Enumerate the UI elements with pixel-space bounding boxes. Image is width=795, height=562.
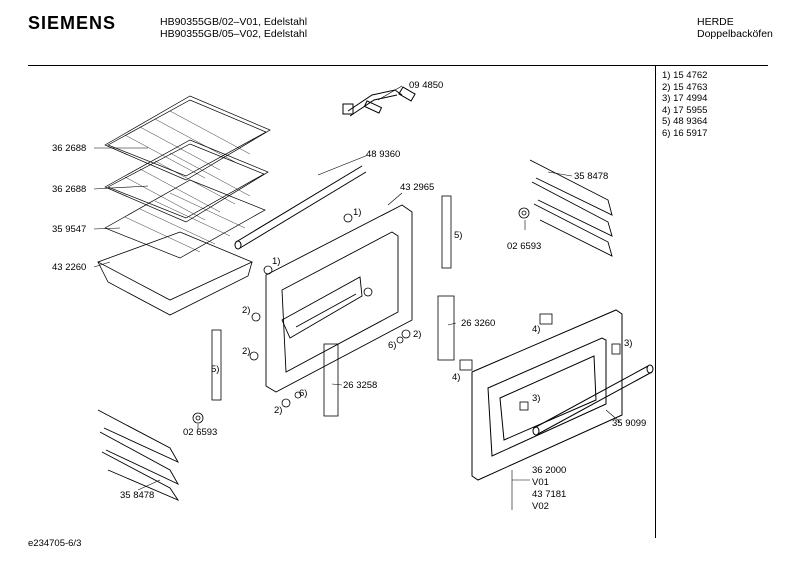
callout-label: 1): [353, 207, 362, 218]
part-label: 36 2688: [52, 184, 87, 195]
header-divider: [28, 65, 768, 66]
seal-strips: [211, 195, 452, 401]
model-line-1: HB90355GB/02–V01, Edelstahl: [160, 16, 308, 28]
rod-part: [234, 165, 367, 250]
leader-lines: [93, 85, 621, 510]
outer-door: [471, 309, 623, 481]
baking-tray: [97, 231, 253, 316]
part-label: V02: [532, 501, 549, 512]
part-label: 35 8478: [574, 171, 609, 182]
part-legend: 1) 15 4762 2) 15 4763 3) 17 4994 4) 17 5…: [662, 70, 707, 139]
part-label: V01: [532, 477, 549, 488]
legend-item: 1) 15 4762: [662, 70, 708, 81]
part-label: 43 7181: [532, 489, 567, 500]
legend-divider: [655, 66, 656, 538]
part-label: 09 4850: [409, 80, 444, 91]
legend-item: 4) 17 5955: [662, 104, 708, 116]
drawing-id: e234705-6/3: [28, 538, 82, 549]
model-line-2: HB90355GB/05–V02, Edelstahl: [160, 28, 308, 40]
legend-item: 6) 16 5917: [662, 127, 708, 139]
callout-label: 5): [454, 230, 463, 241]
callout-label: 2): [413, 329, 422, 340]
small-fixings: [249, 213, 621, 411]
part-label: 35 9099: [612, 418, 647, 429]
door-hinges: [323, 295, 455, 417]
callout-label: 3): [532, 393, 541, 404]
callout-label: 1): [272, 256, 281, 267]
rack-wires: [124, 110, 251, 253]
callout-label: 2): [242, 346, 251, 357]
callout-label: 5): [211, 364, 220, 375]
oven-racks: [104, 95, 271, 259]
callout-label: 2): [274, 405, 283, 416]
runner-rail-right: [529, 159, 613, 257]
callout-label: 3): [624, 338, 633, 349]
callout-label: 4): [532, 324, 541, 335]
category-info: HERDE Doppelbacköfen: [697, 16, 773, 40]
part-label: 26 3258: [343, 380, 378, 391]
brand-logo: SIEMENS: [28, 13, 117, 33]
category-line-1: HERDE: [697, 16, 734, 28]
part-label: 26 3260: [461, 318, 496, 329]
callout-label: 4): [452, 372, 461, 383]
part-label: 43 2260: [52, 262, 87, 273]
part-label: 35 8478: [120, 490, 155, 501]
door-handle: [532, 364, 654, 436]
part-label: 02 6593: [507, 241, 542, 252]
legend-item: 2) 15 4763: [662, 81, 708, 93]
hinge-lever-part: [342, 86, 416, 117]
part-label: 36 2688: [52, 143, 87, 154]
legend-item: 5) 48 9364: [662, 116, 708, 127]
part-label: 43 2965: [400, 182, 435, 193]
runner-rail-left: [97, 409, 180, 502]
callout-label: 6): [299, 388, 308, 399]
model-info: HB90355GB/02–V01, Edelstahl HB90355GB/05…: [160, 16, 307, 40]
part-label: 02 6593: [183, 427, 218, 438]
callout-label: 6): [388, 340, 397, 351]
part-label: 35 9547: [52, 224, 87, 235]
inner-door-frame: [265, 204, 413, 393]
legend-item: 3) 17 4994: [662, 93, 708, 104]
washers: [192, 207, 530, 424]
category-line-2: Doppelbacköfen: [697, 28, 773, 40]
callout-label: 2): [242, 305, 251, 316]
part-label: 48 9360: [366, 149, 401, 160]
part-label: 36 2000: [532, 465, 567, 476]
